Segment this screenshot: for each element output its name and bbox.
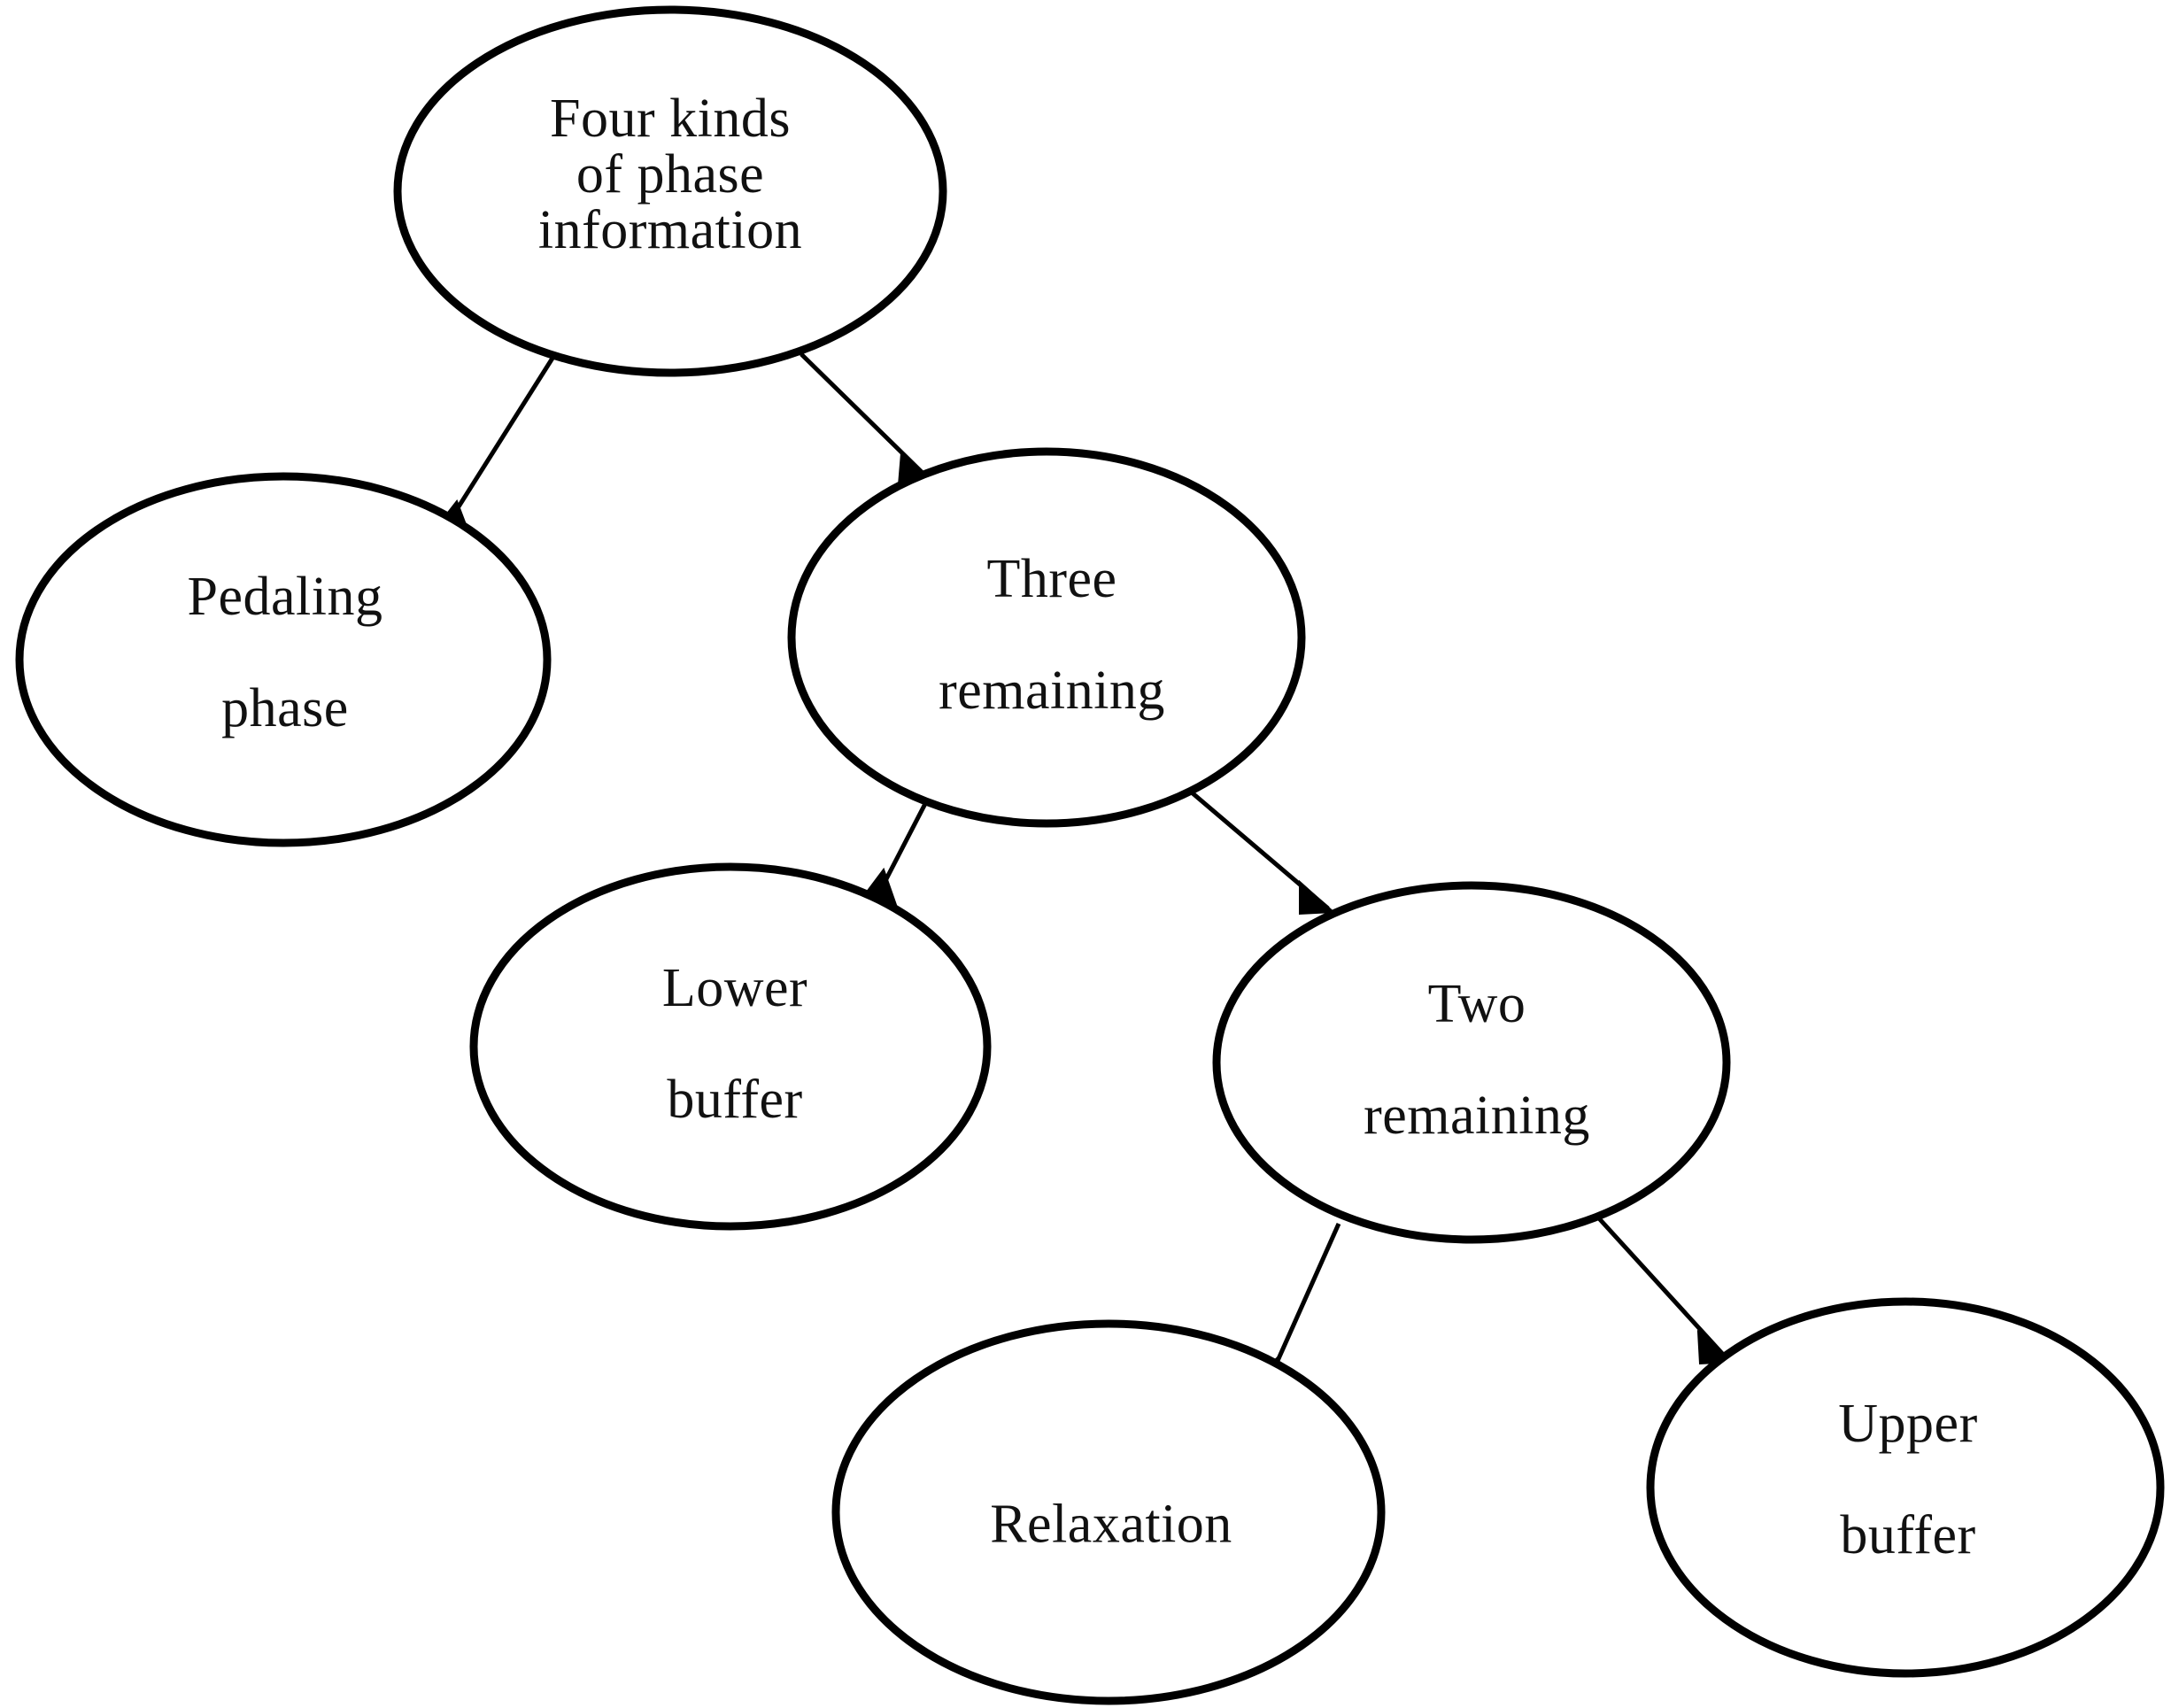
edge-four-kinds-to-pedaling-phase	[437, 348, 560, 536]
edge-line	[447, 348, 560, 522]
node-two-remaining[interactable]	[1212, 881, 1731, 1244]
node-lower-buffer[interactable]	[469, 862, 992, 1231]
edge-line	[1596, 1216, 1728, 1360]
nodes-layer	[15, 5, 2165, 1705]
edge-two-remaining-to-upper-buffer	[1596, 1216, 1736, 1365]
arrowhead-icon	[1299, 879, 1336, 916]
node-upper-buffer[interactable]	[1646, 1297, 2165, 1678]
node-three-remaining[interactable]	[787, 447, 1306, 828]
node-pedaling-phase[interactable]	[15, 472, 552, 847]
node-four-kinds[interactable]	[393, 5, 947, 377]
node-relaxation[interactable]	[831, 1319, 1386, 1705]
edge-three-remaining-to-lower-buffer	[861, 793, 932, 907]
edge-four-kinds-to-three-remaining	[800, 352, 934, 487]
edge-line	[1263, 1222, 1341, 1388]
edge-three-remaining-to-two-remaining	[1185, 786, 1336, 916]
